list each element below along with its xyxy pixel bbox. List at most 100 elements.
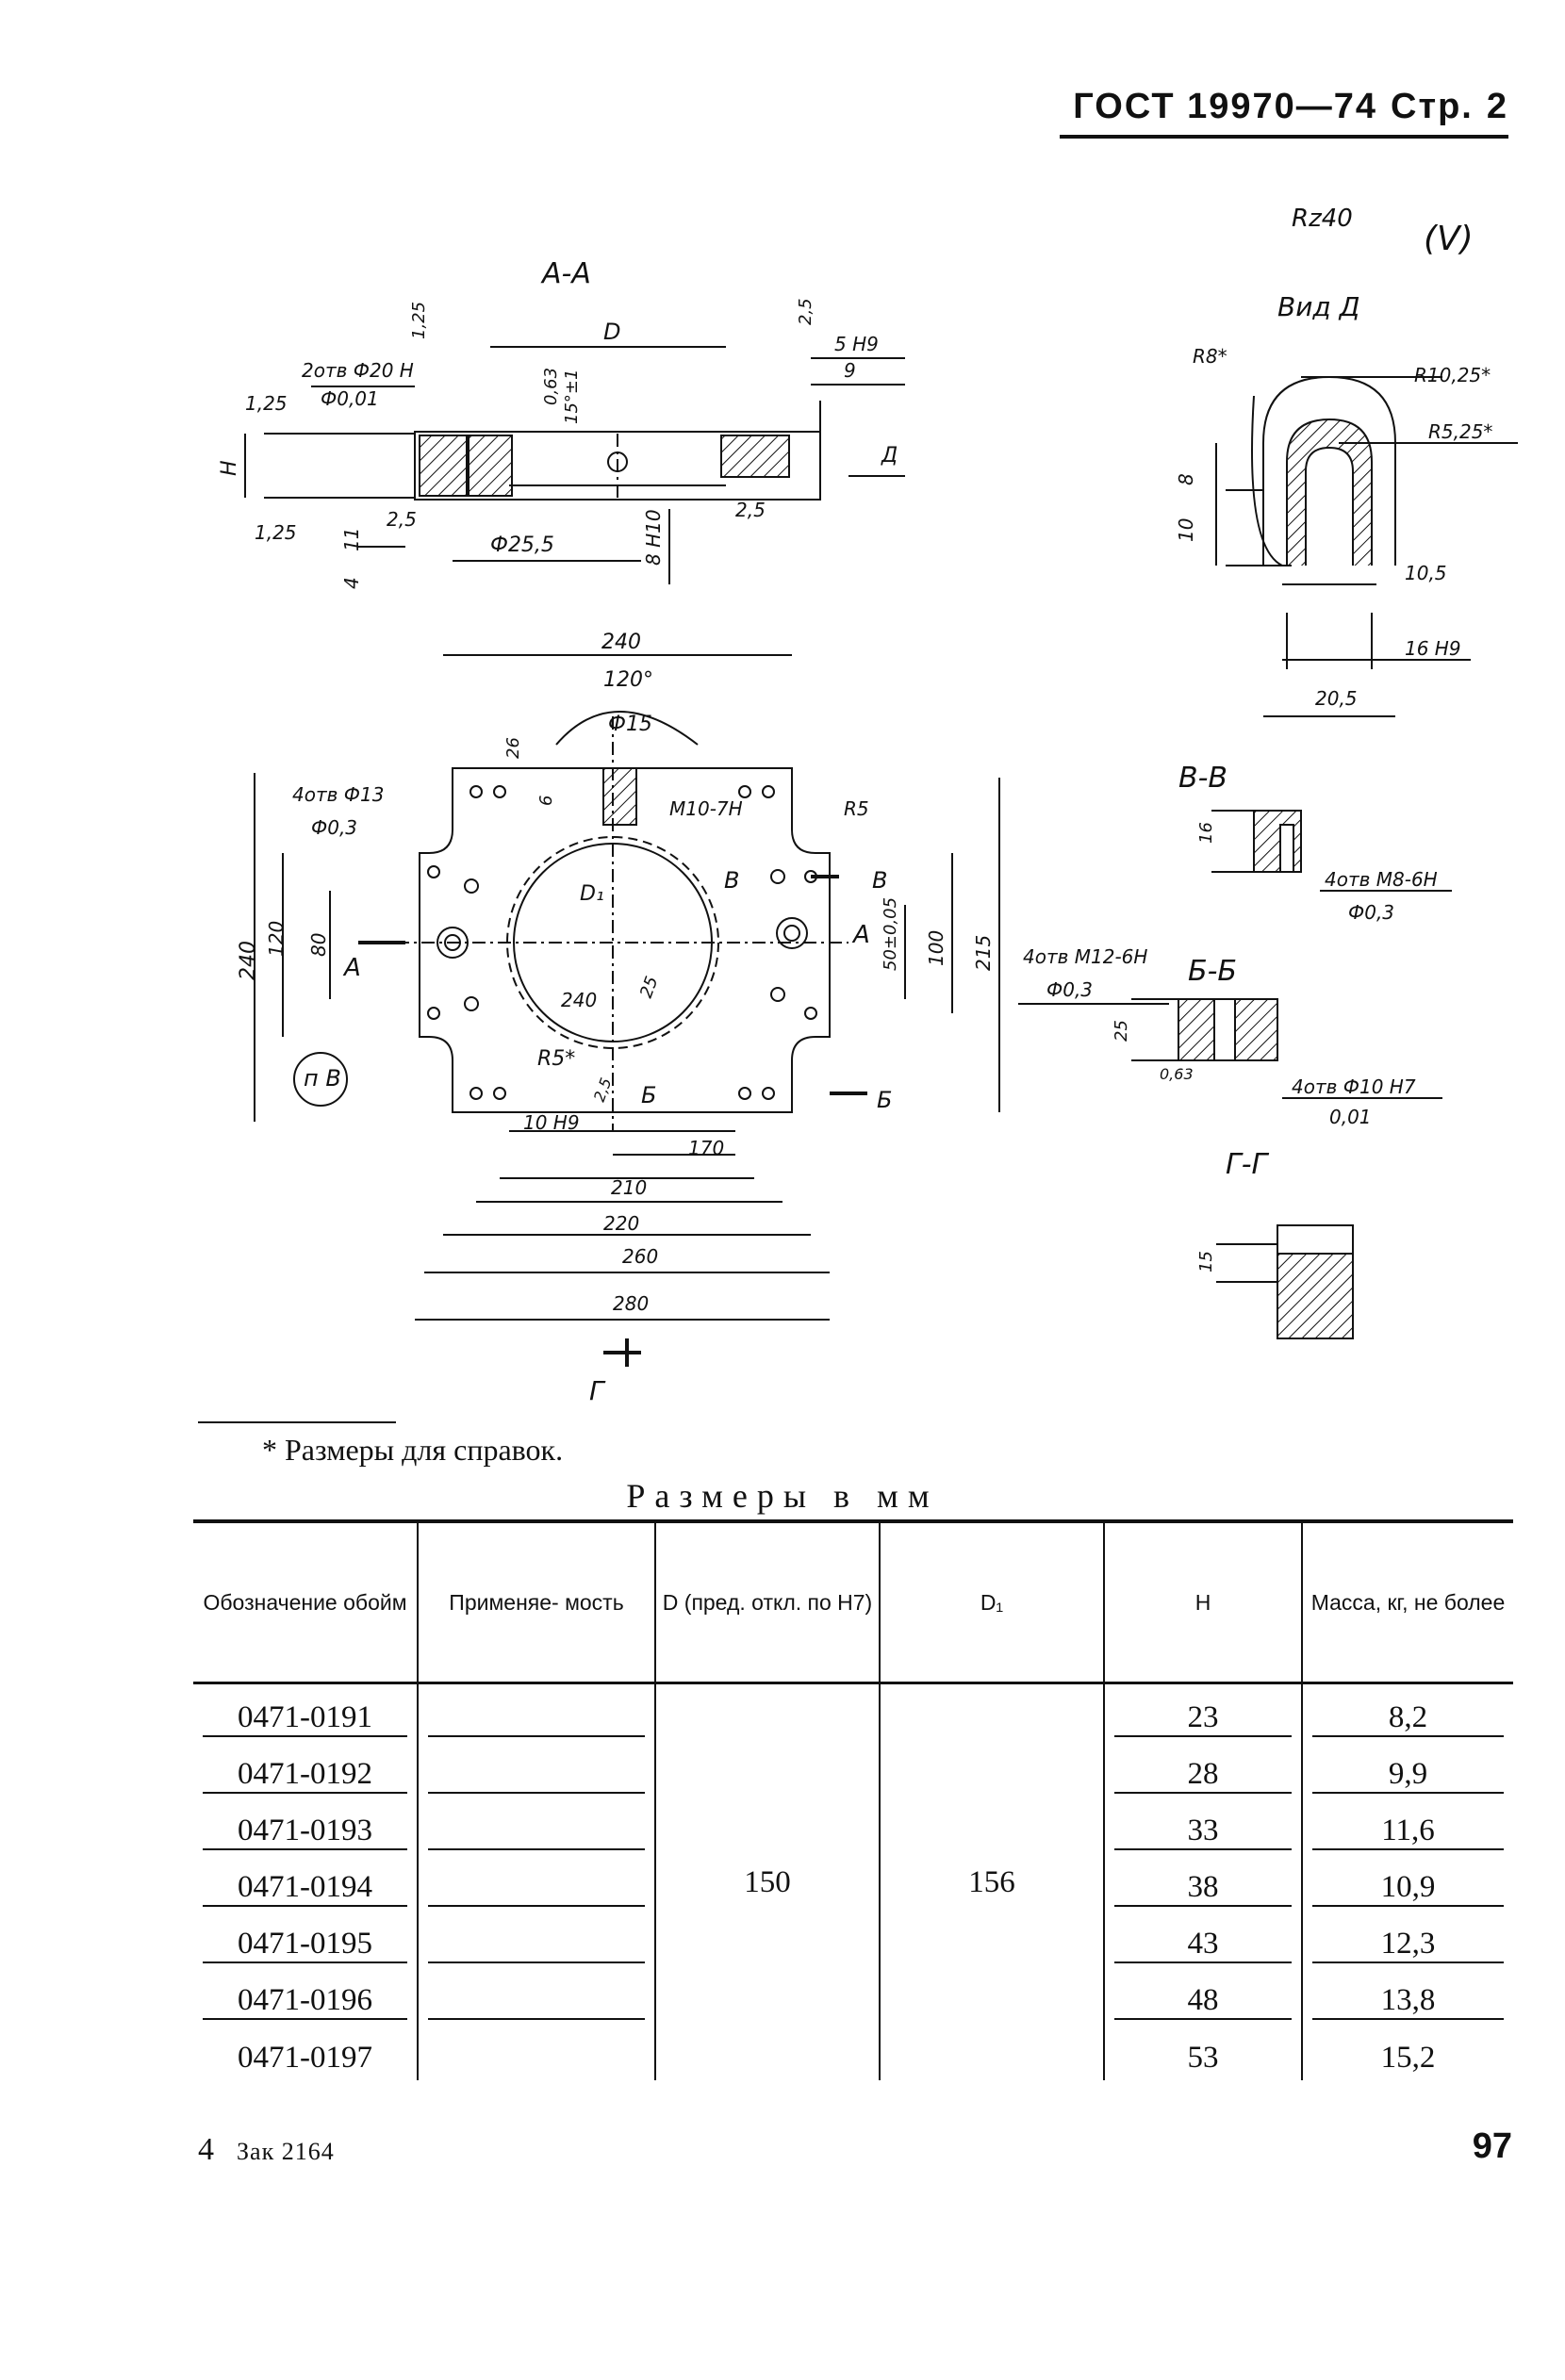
cell-H: 43 xyxy=(1103,1911,1303,1967)
cell-mass: 11,6 xyxy=(1301,1797,1513,1854)
cell-H: 28 xyxy=(1103,1741,1303,1797)
header-H: H xyxy=(1103,1519,1303,1684)
header-applicability: Применяе- мость xyxy=(417,1519,656,1684)
dim-50: 50±0,05 xyxy=(881,897,900,971)
section-gg-drawing xyxy=(1216,1224,1354,1339)
roughness-1-25-b: 1,25 xyxy=(255,521,297,544)
tol-0-01-b: 0,01 xyxy=(1329,1106,1372,1128)
dim-holes-20: 2отв Ф20 Н xyxy=(302,359,414,382)
cell-H: 48 xyxy=(1103,1967,1303,2024)
cell-code: 0471-0195 xyxy=(193,1911,419,1967)
cell-code: 0471-0191 xyxy=(193,1682,419,1741)
dim-2-5: 2,5 xyxy=(590,1075,616,1104)
cell-mass: 10,9 xyxy=(1301,1854,1513,1911)
page-number: 2 xyxy=(1486,87,1508,126)
angle-15: 15°±1 xyxy=(562,369,582,424)
tol-0-3-a: Ф0,3 xyxy=(311,816,357,839)
section-aa-label: A-A xyxy=(540,257,591,290)
dim-170: 170 xyxy=(688,1137,724,1159)
dim-d15: Ф15 xyxy=(608,713,652,736)
view-d-label: Вид Д xyxy=(1277,291,1360,322)
cell-applicability xyxy=(417,1967,656,2024)
tol-0-01: Ф0,01 xyxy=(321,387,379,410)
cell-applicability xyxy=(417,1911,656,1967)
roughness-1-25-a: 1,25 xyxy=(245,392,288,415)
cell-H: 38 xyxy=(1103,1854,1303,1911)
dim-16-h9: 16 Н9 xyxy=(1405,637,1461,660)
dim-10-5: 10,5 xyxy=(1405,562,1447,584)
roughness-1-25-c: 1,25 xyxy=(409,302,429,339)
units-caption: Размеры в мм xyxy=(626,1477,939,1515)
section-mark-v-left: В xyxy=(724,867,739,894)
angle-120: 120° xyxy=(603,668,653,692)
cell-code: 0471-0194 xyxy=(193,1854,419,1911)
dim-26: 26 xyxy=(503,737,523,759)
dim-240-top: 240 xyxy=(601,631,641,654)
cell-H: 53 xyxy=(1103,2024,1303,2080)
cell-code: 0471-0193 xyxy=(193,1797,419,1854)
roughness-2-5-b: 2,5 xyxy=(735,499,766,521)
cell-applicability xyxy=(417,1797,656,1854)
table-row: 0471-0196 48 13,8 xyxy=(193,1967,1513,2024)
dim-240-left: 240 xyxy=(237,941,260,980)
cell-applicability xyxy=(417,1741,656,1797)
note-divider xyxy=(198,1421,396,1423)
thread-m10: М10-7Н xyxy=(669,797,743,820)
cell-D: 150 xyxy=(654,1682,881,2080)
dim-280: 280 xyxy=(613,1292,649,1315)
page-folio: 97 xyxy=(1472,2126,1512,2166)
dim-11: 11 xyxy=(340,528,363,551)
section-mark-g: Г xyxy=(589,1375,606,1406)
dim-240-box: 240 xyxy=(561,989,597,1011)
cell-code: 0471-0197 xyxy=(193,2024,419,2080)
dim-25-b: 25 xyxy=(1112,1020,1131,1042)
dim-5-h9: 5 Н9 xyxy=(834,333,879,355)
view-arrow-d: Д xyxy=(881,444,898,468)
radius-r5-25: R5,25* xyxy=(1428,420,1492,443)
section-bb-label: Б-Б xyxy=(1188,955,1237,988)
table-row: 0471-0194 38 10,9 xyxy=(193,1854,1513,1911)
table-row: 0471-0195 43 12,3 xyxy=(193,1911,1513,1967)
table-header-row: Обозначение обойм Применяе- мость D (пре… xyxy=(193,1519,1513,1684)
dim-10: 10 xyxy=(1175,518,1197,542)
standard-code: ГОСТ 19970—74 xyxy=(1073,87,1378,126)
cell-H: 33 xyxy=(1103,1797,1303,1854)
cell-mass: 13,8 xyxy=(1301,1967,1513,2024)
cell-D1: 156 xyxy=(879,1682,1105,2080)
pv-mark: п В xyxy=(304,1065,341,1092)
view-d-drawing xyxy=(1215,375,1518,717)
section-mark-b-left: Б xyxy=(641,1082,656,1108)
section-mark-b-right: Б xyxy=(877,1087,892,1113)
header-D1: D₁ xyxy=(879,1519,1105,1684)
table-row: 0471-0193 33 11,6 xyxy=(193,1797,1513,1854)
table-row: 0471-0197 53 15,2 xyxy=(193,2024,1513,2080)
section-bb-drawing xyxy=(1018,998,1442,1099)
tol-0-3-c: Ф0,3 xyxy=(1046,978,1093,1001)
dim-215: 215 xyxy=(972,935,995,971)
reference-note: * Размеры для справок. xyxy=(262,1433,564,1467)
dim-20-5: 20,5 xyxy=(1315,687,1358,710)
cell-code: 0471-0196 xyxy=(193,1967,419,2024)
radius-r5-star: R5* xyxy=(537,1047,575,1071)
cell-applicability xyxy=(417,1682,656,1741)
section-aa-drawing xyxy=(244,346,905,584)
section-mark-a-left: A xyxy=(342,954,361,982)
dim-100: 100 xyxy=(925,930,947,966)
cell-mass: 12,3 xyxy=(1301,1911,1513,1967)
cell-H: 23 xyxy=(1103,1682,1303,1741)
roughness-0-63-b: 0,63 xyxy=(1160,1065,1194,1083)
plan-view-drawing xyxy=(254,654,1000,1367)
cell-mass: 15,2 xyxy=(1301,2024,1513,2080)
holes-10: 4отв Ф10 Н7 xyxy=(1292,1075,1416,1098)
dim-120: 120 xyxy=(265,921,288,957)
table-row: 0471-0192 28 9,9 xyxy=(193,1741,1513,1797)
dim-6: 6 xyxy=(536,796,556,806)
cell-applicability xyxy=(417,2024,656,2080)
header-designation: Обозначение обойм xyxy=(193,1519,419,1684)
section-mark-v-right: В xyxy=(872,867,887,894)
order-number: Зак 2164 xyxy=(237,2138,335,2165)
roughness-paren: (V) xyxy=(1424,220,1474,258)
dim-25: 25 xyxy=(636,974,663,1001)
